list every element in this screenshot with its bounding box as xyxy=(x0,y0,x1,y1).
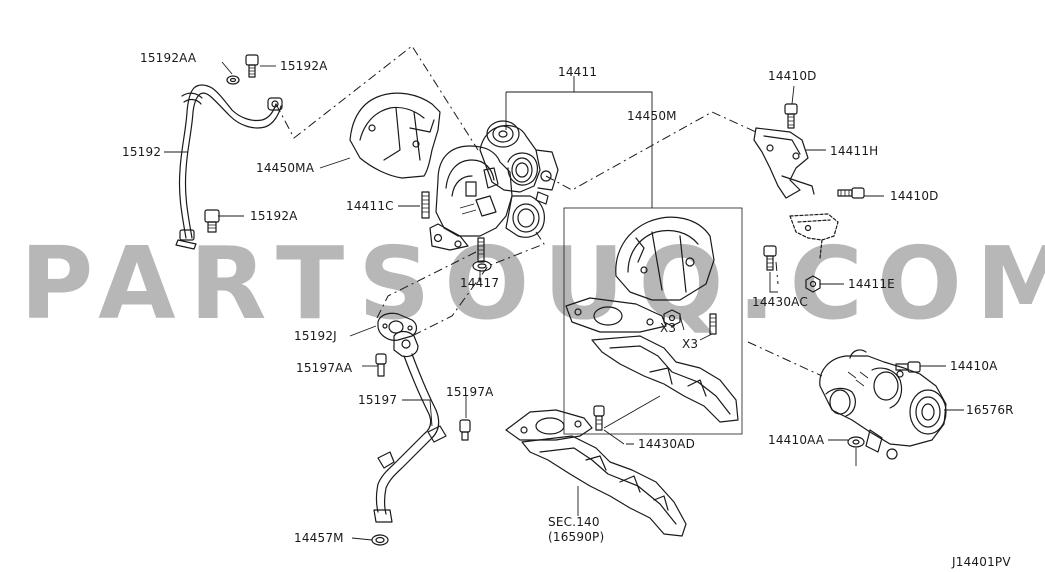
bolt-14430ad[interactable] xyxy=(593,405,605,431)
label-sec-140-sub[interactable]: (16590P) xyxy=(548,530,604,544)
label-15192aa[interactable]: 15192AA xyxy=(140,51,197,65)
washer-14410aa[interactable] xyxy=(847,436,865,466)
heat-shield-14450m[interactable] xyxy=(615,216,715,301)
stud-14411c[interactable] xyxy=(421,191,430,219)
stud-14417[interactable] xyxy=(472,237,492,272)
label-15197aa[interactable]: 15197AA xyxy=(296,361,353,375)
banjo-bolt-top[interactable] xyxy=(245,54,259,78)
exhaust-gasket[interactable] xyxy=(565,297,667,333)
label-14411[interactable]: 14411 xyxy=(558,65,597,79)
label-15197a[interactable]: 15197A xyxy=(446,385,494,399)
gasket-15192j[interactable] xyxy=(377,312,418,341)
bolt-14410d-mid[interactable] xyxy=(837,187,865,199)
bolt-14410d-top[interactable] xyxy=(784,103,798,129)
label-x3-nut[interactable]: X3 xyxy=(660,321,676,335)
label-14410d-mid[interactable]: 14410D xyxy=(890,189,939,203)
label-14411e[interactable]: 14411E xyxy=(848,277,895,291)
label-15192a-low[interactable]: 15192A xyxy=(250,209,298,223)
label-15197[interactable]: 15197 xyxy=(358,393,397,407)
bracket-14411e[interactable] xyxy=(789,213,839,259)
label-14410d-top[interactable]: 14410D xyxy=(768,69,817,83)
intake-housing-16576r[interactable] xyxy=(819,349,947,460)
bolt-14430ac[interactable] xyxy=(763,245,777,271)
label-16576r[interactable]: 16576R xyxy=(966,403,1014,417)
label-14417[interactable]: 14417 xyxy=(460,276,499,290)
label-14430ac[interactable]: 14430AC xyxy=(752,295,808,309)
label-15192a-top[interactable]: 15192A xyxy=(280,59,328,73)
stud-x3[interactable] xyxy=(709,313,717,335)
label-sec-140[interactable]: SEC.140 xyxy=(548,515,600,529)
drawing-code: J14401PV xyxy=(951,555,1011,569)
label-14457m[interactable]: 14457M xyxy=(294,531,344,545)
leader-lines xyxy=(164,61,964,541)
label-14450m[interactable]: 14450M xyxy=(627,109,677,123)
label-14430ad[interactable]: 14430AD xyxy=(638,437,695,451)
lower-heat-shield[interactable] xyxy=(591,335,739,423)
bolt-15197a[interactable] xyxy=(459,419,471,441)
assembly-dashed-lines xyxy=(275,45,823,377)
label-15192[interactable]: 15192 xyxy=(122,145,161,159)
oil-feed-pipe-assembly[interactable] xyxy=(175,84,282,250)
detail-box-14450m xyxy=(563,207,743,435)
washer-top[interactable] xyxy=(226,75,240,85)
part-labels: 15192AA 15192A 15192 15192A 14450MA 1441… xyxy=(122,51,1014,569)
nut-x3[interactable] xyxy=(663,309,681,327)
label-x3-stud[interactable]: X3 xyxy=(682,337,698,351)
label-14411h[interactable]: 14411H xyxy=(830,144,878,158)
bolt-15197aa[interactable] xyxy=(375,353,387,377)
nut-14411e[interactable] xyxy=(805,275,821,293)
bracket-14411h[interactable] xyxy=(753,127,815,199)
oil-return-pipe-15197[interactable] xyxy=(373,353,447,523)
label-15192j[interactable]: 15192J xyxy=(294,329,337,343)
turbocharger-14411[interactable] xyxy=(429,120,559,251)
bolt-14410a[interactable] xyxy=(895,361,921,373)
watermark-text: PARTSOUQ.COM xyxy=(20,225,1045,342)
gasket-14457m[interactable] xyxy=(371,534,389,546)
label-14410a[interactable]: 14410A xyxy=(950,359,998,373)
exhaust-manifold-sec140[interactable] xyxy=(505,409,687,537)
heat-shield-14450ma[interactable] xyxy=(349,92,441,179)
label-14411c[interactable]: 14411C xyxy=(346,199,394,213)
label-14450ma[interactable]: 14450MA xyxy=(256,161,315,175)
label-14410aa[interactable]: 14410AA xyxy=(768,433,825,447)
banjo-fitting-top[interactable] xyxy=(267,97,283,111)
